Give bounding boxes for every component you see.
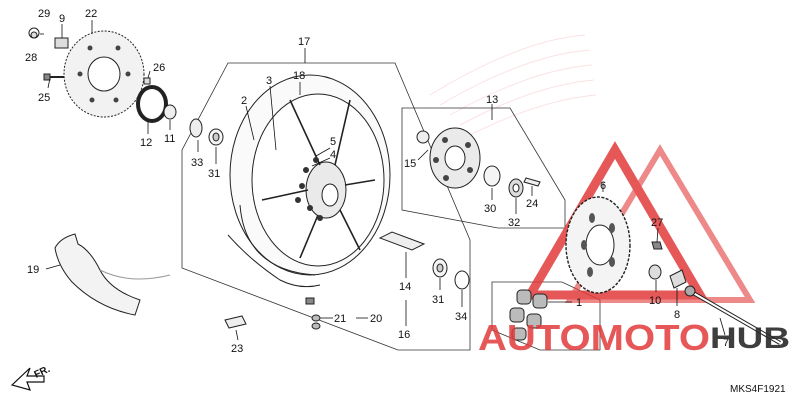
callout-25: 25 [38, 92, 50, 104]
damper-rubber-set [509, 289, 548, 341]
tire-section [54, 233, 171, 316]
callout-30: 30 [484, 203, 496, 215]
callout-12: 12 [140, 137, 152, 149]
dust-seal-left [163, 104, 177, 120]
callout-4: 4 [330, 149, 336, 161]
rotor-ring [136, 77, 168, 123]
callout-7: 7 [723, 337, 729, 349]
callout-11: 11 [164, 133, 175, 145]
callout-33: 33 [191, 157, 203, 169]
disc-bolt [43, 73, 64, 81]
callout-5: 5 [330, 136, 336, 148]
callout-14: 14 [399, 281, 411, 293]
callout-19: 19 [27, 264, 39, 276]
callout-26: 26 [153, 62, 165, 74]
callout-10: 10 [649, 295, 661, 307]
callout-24: 24 [526, 198, 538, 210]
watermark-text-red: AUTOMOTO [478, 317, 710, 358]
diagram-code: MKS4F1921 [730, 384, 786, 395]
valve-stem [305, 297, 321, 330]
flange-collar [523, 177, 541, 187]
flange-bearing [483, 165, 501, 187]
callout-3: 3 [266, 75, 272, 87]
watermark-text: AUTOMOTO HUB [478, 317, 790, 358]
axle-nut [648, 264, 662, 280]
brake-disc [63, 30, 145, 118]
washer-inner [30, 31, 38, 39]
rear-axle [684, 285, 781, 345]
callout-32: 32 [508, 217, 520, 229]
driven-flange [429, 127, 481, 189]
callout-20: 20 [370, 313, 382, 325]
callout-labels: 29 9 22 28 25 26 12 11 17 3 18 2 33 31 5… [25, 8, 729, 355]
callout-21: 21 [334, 313, 346, 325]
balance-weight [224, 315, 247, 329]
callout-17: 17 [298, 36, 310, 48]
front-direction-label: FR. [33, 364, 52, 381]
callout-13: 13 [486, 94, 498, 106]
dust-seal [189, 118, 203, 138]
callout-1: 1 [576, 297, 582, 309]
callout-31: 31 [208, 168, 220, 180]
callout-29: 29 [38, 8, 50, 20]
callout-28: 28 [25, 52, 37, 64]
plate [54, 37, 69, 49]
wheel-assembly-outline [181, 62, 471, 351]
adjuster-plate [669, 269, 687, 289]
callout-15: 15 [404, 158, 416, 170]
watermark-triangle-logo [522, 141, 756, 303]
callout-16: 16 [398, 329, 410, 341]
callout-34: 34 [455, 311, 467, 323]
sprocket-flange-outline [491, 281, 601, 351]
callout-2: 2 [241, 95, 247, 107]
callout-9: 9 [59, 13, 65, 25]
rear-sprocket [565, 196, 631, 294]
callout-22: 22 [85, 8, 97, 20]
rear-wheel-rim [227, 74, 391, 288]
callout-6: 6 [600, 180, 606, 192]
callout-18: 18 [293, 70, 305, 82]
flange-damper [416, 130, 430, 144]
callout-8: 8 [674, 309, 680, 321]
sprocket-nut [651, 241, 663, 250]
o-ring [454, 270, 470, 290]
wing-logo-watermark [429, 34, 597, 136]
axle-collar [378, 231, 426, 251]
callout-31b: 31 [432, 294, 444, 306]
watermark-text-dark: HUB [710, 322, 790, 355]
leader-lines [40, 20, 726, 341]
front-direction-arrow [10, 367, 45, 391]
callout-23: 23 [231, 343, 243, 355]
callout-27: 27 [651, 217, 663, 229]
